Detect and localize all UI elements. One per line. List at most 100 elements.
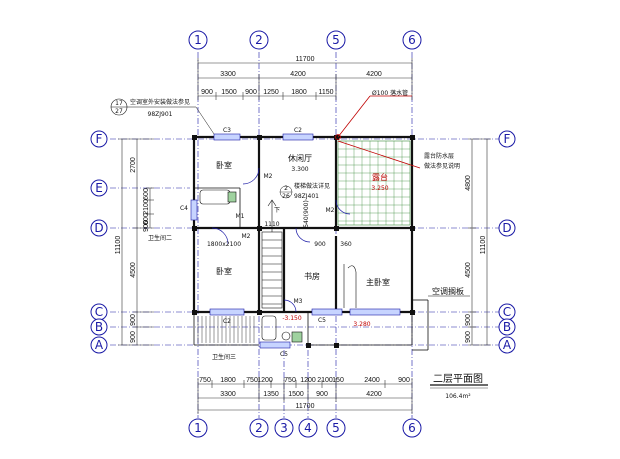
stair-reference-note: 2 26 楼梯做法详见 98ZJ401: [279, 182, 330, 200]
drawing-title: 二层平面图: [433, 373, 483, 385]
axis-label: 2: [255, 33, 263, 47]
axis-label: C: [503, 305, 511, 319]
dim-left: 2700: [130, 157, 137, 173]
dim-bottom: 1350: [263, 391, 279, 398]
tag-c4: C4: [180, 205, 188, 212]
dim-bottom-total: 11700: [296, 403, 315, 410]
grille-note: 1800x2100: [207, 241, 241, 248]
dim-bottom: 2400: [364, 377, 380, 384]
axis-label: 6: [408, 33, 416, 47]
dim-left: 4500: [130, 262, 137, 278]
level-terrace: 3.250: [371, 185, 388, 192]
ref-num: 17: [115, 100, 123, 107]
tag-m2: M2: [264, 173, 273, 180]
dim-bottom: 750: [246, 377, 258, 384]
axis-label: 6: [408, 421, 416, 435]
dim-bottom: 750: [199, 377, 211, 384]
axis-label: 4: [304, 421, 312, 435]
bottom-dimensions: 750 1800 750 1200 750 1200 2100 150 2400…: [197, 377, 413, 414]
axis-label: C: [95, 305, 103, 319]
staircase: [261, 199, 283, 309]
axis-bubbles-right: F D C B A: [498, 130, 516, 354]
dim-bottom: 4200: [366, 391, 382, 398]
axis-bubbles-top: 1 2 5 6: [188, 30, 422, 50]
dim-top: 3300: [220, 71, 236, 78]
axis-grid-vertical: [197, 52, 413, 418]
axis-label: E: [95, 181, 103, 195]
terrace-hatch: [337, 140, 411, 226]
tag-c3: C3: [223, 127, 231, 134]
dim-left: 600: [143, 188, 150, 200]
axis-label: B: [503, 320, 511, 334]
dim-top: 900: [201, 89, 213, 96]
room-bedroom-top: 卧室: [216, 160, 232, 170]
dim-left-total: 11100: [115, 236, 122, 255]
drain-leader: [335, 95, 421, 169]
terrace-note-2: 做法参见说明: [424, 162, 460, 170]
dim-bottom: 1500: [288, 391, 304, 398]
dim-left: 2100: [143, 199, 150, 215]
tag-c2-bottom: C2: [223, 318, 231, 325]
bathroom-fixtures: [199, 189, 303, 343]
drawing-area: 106.4m²: [445, 393, 471, 400]
dim-top: 1800: [291, 89, 307, 96]
stair-den: 26: [282, 193, 290, 200]
dim-bottom: 1200: [257, 377, 273, 384]
axis-bubbles-left: F E D C B A: [90, 130, 108, 354]
doors: [211, 167, 351, 313]
drain-note: Ø100 落水管: [372, 89, 408, 97]
tag-m3: M3: [294, 298, 303, 305]
structural-columns: [192, 135, 415, 348]
axis-label: 5: [332, 421, 340, 435]
dim-top: 900: [245, 89, 257, 96]
ac-reference-note: 17 27 空调室外安装做法参见 98ZJ901: [110, 98, 215, 135]
axis-label: B: [95, 320, 103, 334]
dim-top: 1250: [263, 89, 279, 96]
level-bath: -3.150: [282, 315, 302, 322]
left-dimensions: 11100 2700 4500 900 900 2100 600 600 900: [115, 138, 154, 346]
axis-bubbles-bottom: 1 2 3 4 5 6: [188, 418, 422, 438]
tag-m2b: M2: [242, 233, 251, 240]
dim-900: 900: [314, 241, 326, 248]
tag-c5b: C5: [280, 351, 288, 358]
balcony-hatch: [197, 316, 255, 343]
dim-bottom: 1200: [300, 377, 316, 384]
axis-label: F: [504, 132, 511, 146]
drawing-title-block: 二层平面图 106.4m²: [430, 373, 488, 400]
windows: [190, 133, 401, 349]
dim-1110: 1110: [264, 221, 279, 228]
axis-label: A: [95, 338, 104, 352]
tag-m2c: M2: [326, 207, 335, 214]
axis-label: 1: [194, 33, 202, 47]
dim-right: 900: [465, 314, 472, 326]
room-master: 主卧室: [366, 277, 390, 287]
axis-label: 3: [280, 421, 288, 435]
axis-label: D: [94, 221, 103, 235]
dim-bottom: 750: [284, 377, 296, 384]
terrace-note-1: 露台防水层: [424, 152, 454, 160]
axis-label: A: [503, 338, 512, 352]
dim-right: 4500: [465, 262, 472, 278]
dim-right-total: 11100: [480, 236, 487, 255]
dim-bottom: 3300: [220, 391, 236, 398]
stair-num: 2: [284, 185, 288, 192]
tag-m1: M1: [236, 213, 245, 220]
ac-board-note: 空调搁板: [428, 286, 470, 297]
room-terrace: 露台: [372, 172, 388, 182]
dim-left: 900: [130, 314, 137, 326]
dim-360: 360: [340, 241, 352, 248]
axis-label: 1: [194, 421, 202, 435]
top-dimensions: 11700 3300 4200 4200 900 1500 900 1250 1…: [197, 56, 413, 100]
tag-c5: C5: [318, 317, 326, 324]
ac-atlas: 98ZJ901: [148, 111, 173, 118]
room-bath2: 卫生间二: [148, 234, 172, 242]
dim-right: 4800: [465, 175, 472, 191]
tag-c2-top: C2: [294, 127, 302, 134]
room-bath3: 卫生间三: [212, 353, 236, 361]
axis-label: 2: [255, 421, 263, 435]
ac-ref-text: 空调室外安装做法参见: [130, 98, 190, 106]
ac-board-label: 空调搁板: [432, 286, 464, 296]
axis-label: F: [96, 132, 103, 146]
dim-left: 600: [143, 213, 150, 225]
